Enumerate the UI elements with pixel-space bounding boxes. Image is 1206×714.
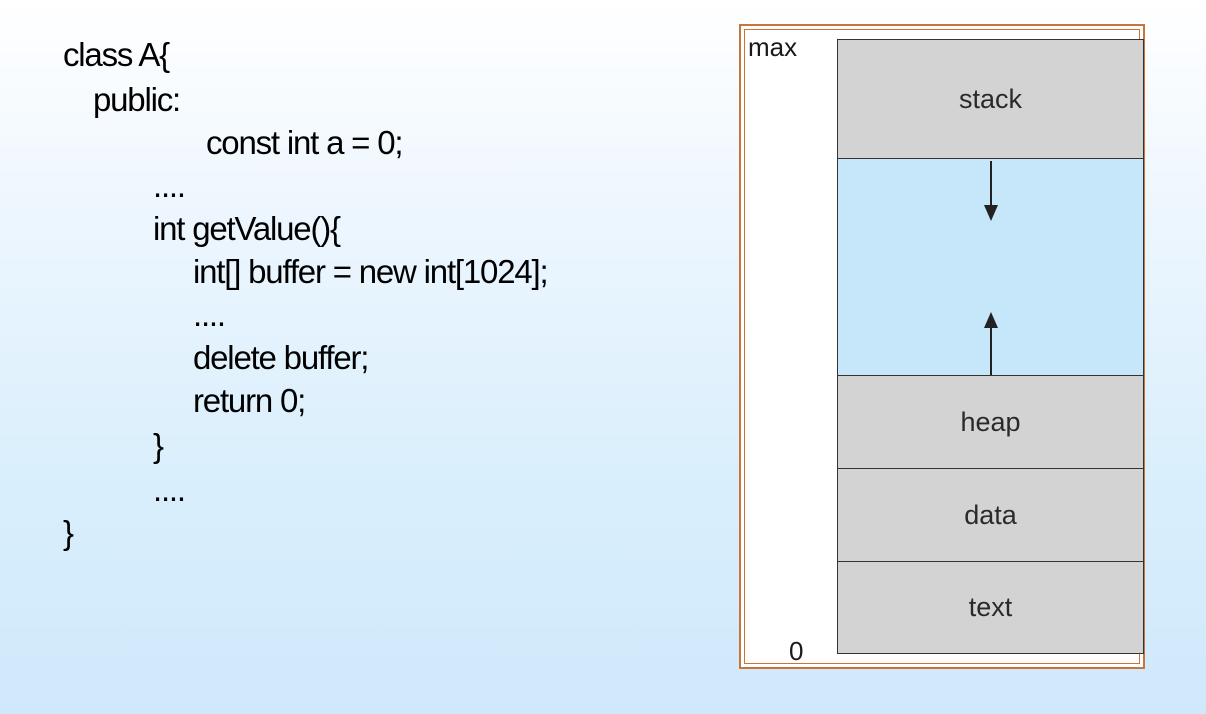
free-space-segment — [837, 158, 1144, 376]
code-line-class-close: } — [63, 514, 74, 551]
address-max-label: max — [748, 32, 798, 62]
memory-layout-diagram: max 0 stack heap data text — [739, 24, 1145, 669]
text-segment: text — [837, 561, 1144, 654]
code-listing: class A{ public: const int a = 0; .... i… — [63, 36, 549, 551]
code-line-method-close: } — [153, 427, 164, 464]
arrow-down-icon — [984, 161, 998, 221]
code-line-return: return 0; — [193, 382, 306, 419]
code-line-public: public: — [93, 81, 181, 118]
data-segment: data — [837, 468, 1144, 562]
code-line-delete: delete buffer; — [193, 339, 369, 376]
stack-label: stack — [958, 83, 1023, 114]
code-line-const: const int a = 0; — [206, 124, 404, 161]
code-line-ellipsis-2: .... — [193, 296, 226, 333]
heap-segment: heap — [837, 375, 1144, 469]
address-zero-label: 0 — [789, 636, 804, 666]
data-label: data — [964, 499, 1017, 530]
code-line-ellipsis-3: .... — [153, 471, 186, 508]
text-label: text — [968, 592, 1013, 622]
code-line-class-decl: class A{ — [63, 36, 170, 73]
code-line-buffer-alloc: int[] buffer = new int[1024]; — [193, 253, 549, 290]
stack-segment: stack — [837, 39, 1144, 159]
heap-label: heap — [960, 406, 1021, 437]
growth-arrows — [984, 161, 998, 375]
arrow-up-icon — [984, 312, 998, 375]
code-line-ellipsis-1: .... — [153, 167, 186, 204]
code-line-method-decl: int getValue(){ — [153, 210, 341, 247]
